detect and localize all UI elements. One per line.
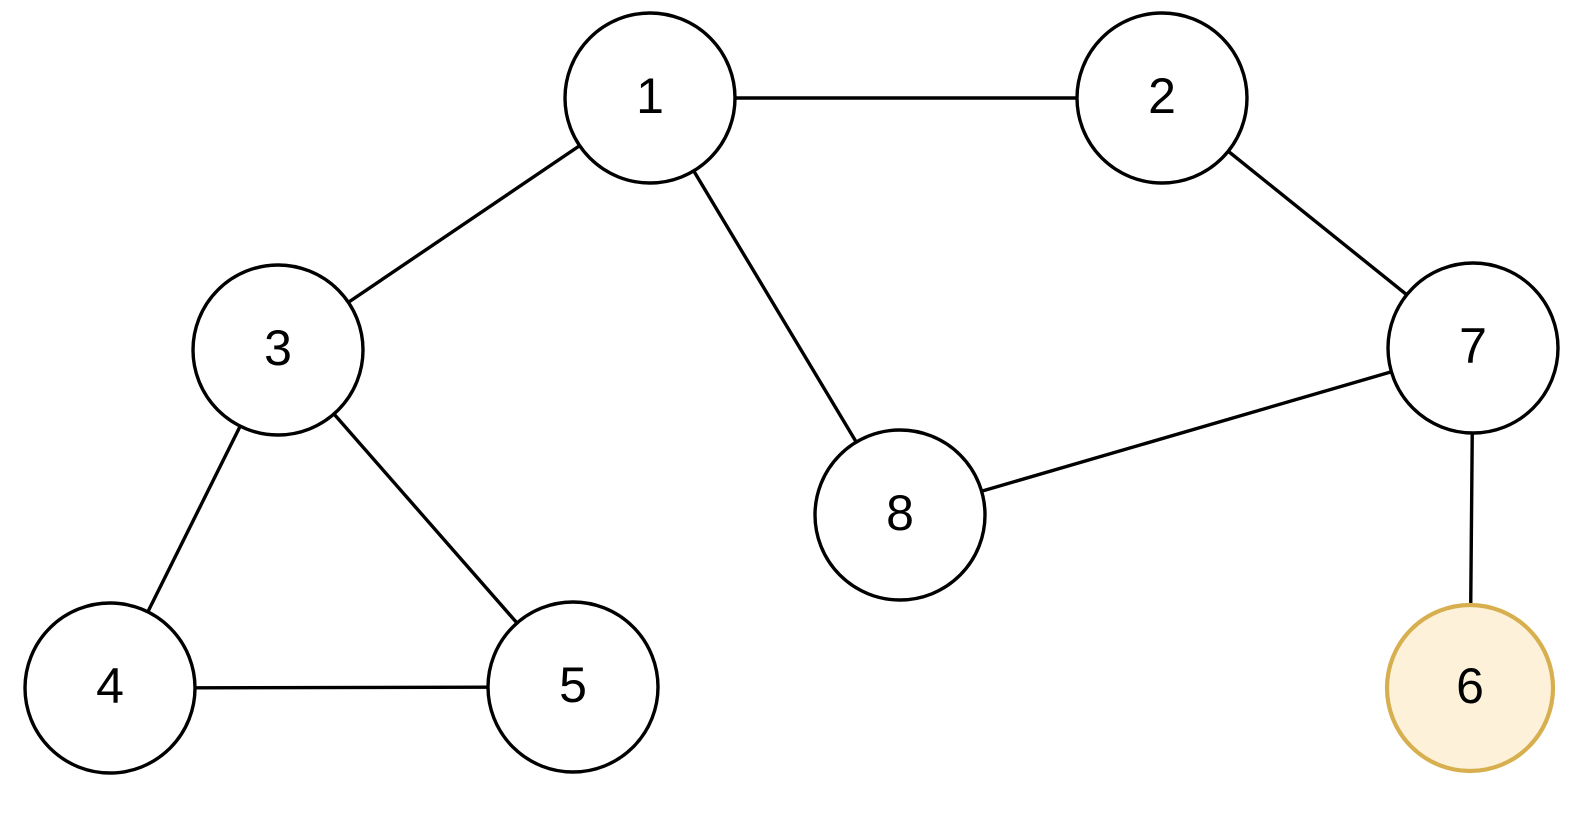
graph-edge-7-6 — [1469, 431, 1474, 607]
graph-node-circle[interactable] — [813, 428, 987, 602]
graph-node-circle[interactable] — [1386, 261, 1560, 435]
graph-node-6[interactable]: 6 — [1384, 602, 1556, 774]
graph-node-circle[interactable] — [486, 600, 660, 774]
graph-node-label: 4 — [96, 658, 124, 714]
graph-node-label: 5 — [559, 657, 587, 713]
graph-edge-3-5 — [332, 412, 519, 625]
graph-edge-4-5 — [193, 685, 490, 690]
graph-edge-1-8 — [691, 169, 859, 444]
graph-node-circle[interactable] — [23, 601, 197, 775]
graph-node-label: 2 — [1148, 68, 1176, 124]
graph-node-label: 8 — [886, 485, 914, 541]
graph-edge-1-3 — [346, 143, 582, 305]
graph-node-circle-highlighted[interactable] — [1384, 602, 1556, 774]
graph-node-2[interactable]: 2 — [1075, 11, 1249, 185]
graph-node-circle[interactable] — [563, 11, 737, 185]
node-layer: 1 2 3 4 5 6 7 8 — [23, 11, 1560, 775]
graph-edge-2-7 — [1226, 149, 1409, 297]
graph-node-7[interactable]: 7 — [1386, 261, 1560, 435]
graph-node-3[interactable]: 3 — [191, 263, 365, 437]
graph-edge-3-4 — [145, 424, 243, 614]
graph-node-circle[interactable] — [1075, 11, 1249, 185]
graph-node-label: 1 — [636, 68, 664, 124]
graph-node-label: 7 — [1459, 318, 1487, 374]
graph-node-label: 3 — [264, 320, 292, 376]
graph-node-5[interactable]: 5 — [486, 600, 660, 774]
graph-node-label: 6 — [1456, 658, 1484, 714]
graph-node-circle[interactable] — [191, 263, 365, 437]
graph-node-1[interactable]: 1 — [563, 11, 737, 185]
graph-node-8[interactable]: 8 — [813, 428, 987, 602]
graph-edge-7-8 — [980, 369, 1393, 494]
graph-node-4[interactable]: 4 — [23, 601, 197, 775]
edge-layer — [145, 96, 1474, 690]
